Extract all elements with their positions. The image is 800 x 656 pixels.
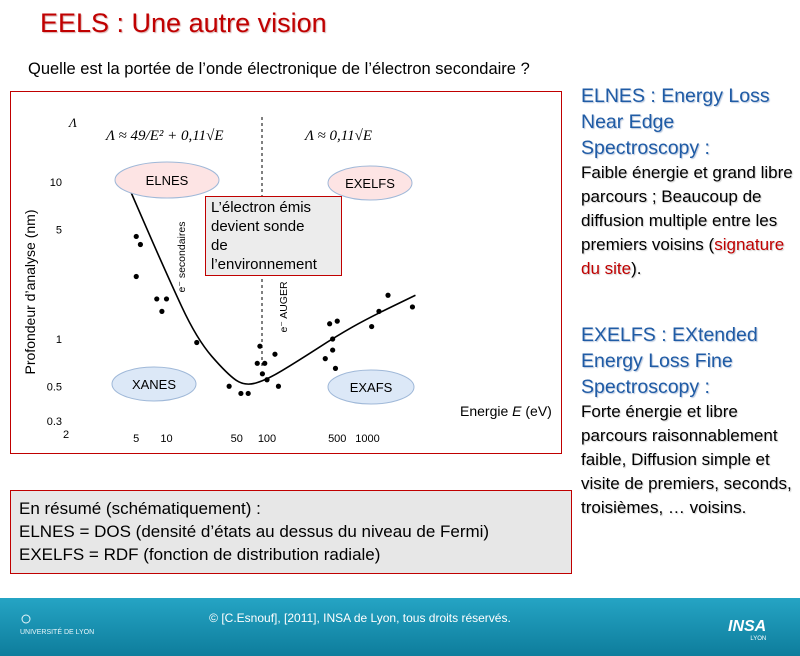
data-point (133, 273, 139, 280)
elnes-text: Faible énergie et grand libre parcours ;… (581, 161, 796, 281)
exafs-region-label: EXAFS (350, 380, 393, 395)
x-tick-label: 10 (160, 433, 172, 445)
universite-de-lyon-logo: UNIVERSITÉ DE LYON (20, 613, 94, 637)
electron-probe-callout: L’électron émis devient sonde de l’envir… (205, 196, 342, 276)
auger-label: e⁻ AUGER (278, 281, 290, 332)
x-axis-label-var: E (512, 403, 522, 419)
data-point (154, 296, 160, 302)
data-point (385, 292, 391, 298)
y-tick-label: 10 (50, 177, 62, 189)
footer-bar: UNIVERSITÉ DE LYON © [C.Esnouf], [2011],… (0, 598, 800, 656)
x-axis-label: Energie E (eV) (460, 403, 552, 419)
data-point (159, 308, 165, 314)
data-point (238, 390, 244, 397)
data-point (254, 360, 260, 366)
y-tick-label: 1 (56, 334, 62, 346)
formula-left: Λ ≈ 49/E² + 0,11√E (104, 128, 224, 144)
fit-curve-group (125, 181, 416, 385)
data-point (376, 308, 382, 314)
elnes-close-paren: ). (631, 259, 642, 278)
university-mark-icon (21, 614, 31, 624)
fit-curve (125, 181, 416, 385)
x-tick-label: 100 (258, 433, 276, 445)
data-point (245, 390, 251, 397)
summary-line-2: ELNES = DOS (densité d’états au dessus d… (19, 522, 490, 541)
x-tick-labels: 2 5 10 50 100 500 1000 (63, 429, 380, 445)
y-tick-labels: 10 5 1 0.5 0.3 (47, 177, 62, 428)
x-tick-label: 50 (231, 433, 243, 445)
data-point (137, 241, 144, 248)
summary-line-1: En résumé (schématiquement) : (19, 499, 261, 518)
data-point (262, 360, 268, 366)
summary-box: En résumé (schématiquement) : ELNES = DO… (10, 490, 572, 574)
exelfs-body: Forte énergie et libre parcours raisonna… (581, 402, 792, 517)
x-tick-label: 500 (328, 433, 346, 445)
exafs-region (327, 369, 415, 405)
secondaires-label: e⁻ secondaires (176, 222, 188, 293)
x-axis-label-prefix: Energie (460, 403, 512, 419)
data-point (332, 365, 339, 371)
elnes-site-signature: signature du site (581, 235, 785, 278)
data-point (194, 339, 200, 346)
xanes-region-label: XANES (132, 377, 176, 392)
data-point (369, 323, 375, 330)
y-tick-label: 5 (56, 224, 62, 236)
exelfs-region (327, 165, 413, 201)
elnes-open-paren: ( (708, 235, 715, 254)
data-point (264, 377, 270, 383)
exelfs-region-label: EXELFS (345, 176, 395, 191)
callout-line-4: l’environnement (211, 256, 317, 273)
data-point (163, 296, 170, 302)
data-point (327, 321, 333, 327)
insa-logo-subtext: LYON (750, 636, 767, 642)
slide-question: Quelle est la portée de l’onde électroni… (28, 60, 530, 78)
data-point (334, 318, 340, 324)
callout-line-1: L’électron émis (211, 199, 312, 216)
data-point (226, 383, 232, 389)
exelfs-heading: EXELFS : EXtended Energy Loss Fine Spect… (581, 324, 758, 398)
depth-chart: Λ Λ ≈ 49/E² + 0,11√E Λ ≈ 0,11√E Profonde… (22, 115, 552, 445)
universite-de-lyon-text: UNIVERSITÉ DE LYON (20, 629, 95, 636)
y-tick-label: 0.5 (47, 381, 62, 393)
elnes-body: Faible énergie et grand libre parcours ;… (581, 163, 793, 254)
copyright-text: © [C.Esnouf], [2011], INSA de Lyon, tous… (209, 611, 511, 625)
callout-line-2: devient sonde (211, 218, 305, 235)
x-axis-label-unit: (eV) (522, 403, 552, 419)
data-point (409, 304, 416, 310)
depth-chart-figure: Λ Λ ≈ 49/E² + 0,11√E Λ ≈ 0,11√E Profonde… (10, 91, 562, 454)
y-axis-label: Profondeur d’analyse (nm) (22, 210, 38, 375)
elnes-heading: ELNES : Energy Loss Near Edge Spectrosco… (581, 85, 770, 159)
data-point (272, 351, 278, 357)
data-point (322, 356, 328, 362)
x-tick-label: 2 (63, 429, 69, 441)
exelfs-description: EXELFS : EXtended Energy Loss Fine Spect… (581, 322, 796, 520)
x-tick-label: 1000 (355, 433, 379, 445)
elnes-region-label: ELNES (146, 173, 189, 188)
data-point (330, 347, 336, 353)
xanes-region (111, 366, 197, 402)
elnes-region (114, 161, 220, 199)
y-tick-label: 0.3 (47, 416, 62, 428)
data-point (259, 371, 266, 377)
insa-logo: INSA LYON (728, 618, 766, 642)
x-tick-label: 5 (133, 433, 139, 445)
summary-line-3: EXELFS = RDF (fonction de distribution r… (19, 545, 381, 564)
data-point (133, 233, 139, 240)
data-point (257, 343, 263, 349)
slide-title: EELS : Une autre vision (40, 8, 327, 38)
formula-right: Λ ≈ 0,11√E (303, 128, 372, 144)
elnes-description: ELNES : Energy Loss Near Edge Spectrosco… (581, 83, 796, 281)
lambda-axis-symbol: Λ (67, 115, 77, 130)
data-point (330, 336, 336, 342)
insa-logo-text: INSA (728, 618, 767, 635)
data-point (275, 383, 282, 389)
callout-line-3: de (211, 237, 228, 254)
